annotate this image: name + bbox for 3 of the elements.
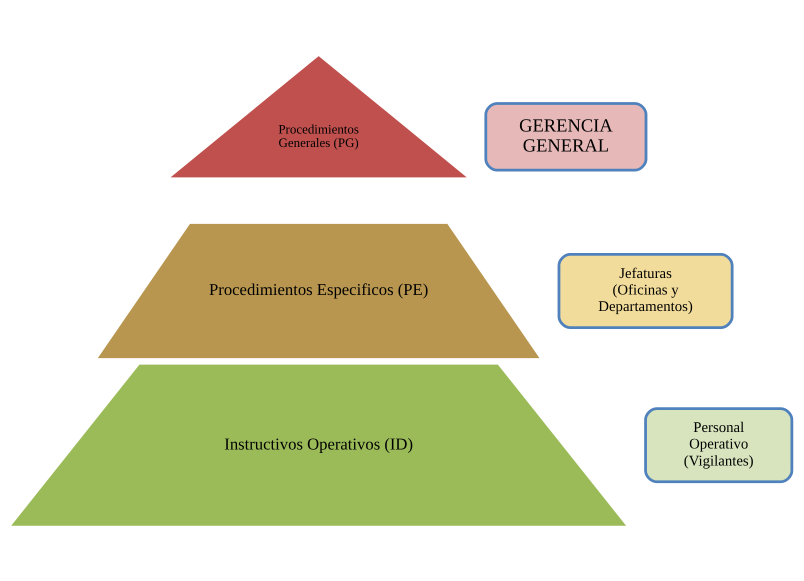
node-box: GERENCIA GENERAL: [484, 102, 648, 172]
node-box: Personal Operativo (Vigilantes): [644, 406, 794, 483]
node-box: Jefaturas (Oficinas y Departamentos): [558, 252, 734, 328]
